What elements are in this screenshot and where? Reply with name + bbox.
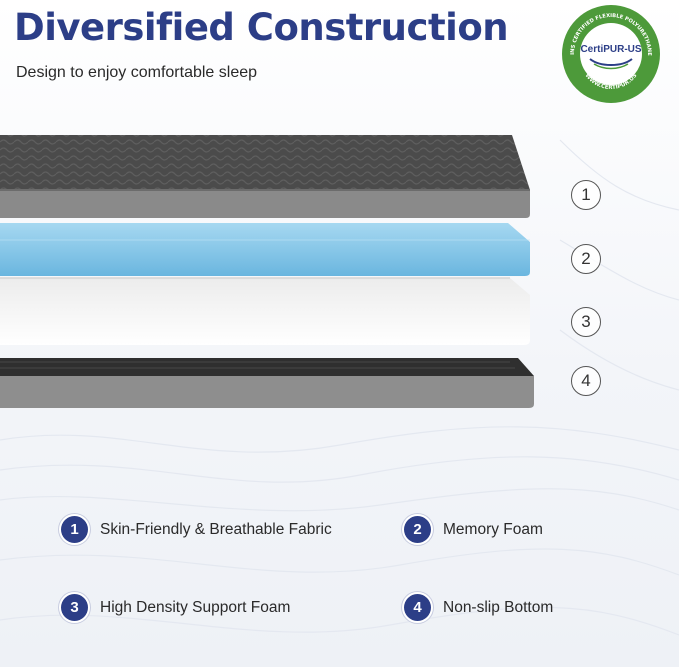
layer-number-4: 4 bbox=[571, 366, 601, 396]
layer-number-2: 2 bbox=[571, 244, 601, 274]
legend-label: High Density Support Foam bbox=[100, 598, 291, 616]
mattress-layers bbox=[0, 135, 534, 408]
layer-bottom bbox=[0, 358, 534, 408]
page-title: Diversified Construction bbox=[14, 6, 509, 49]
legend-item-support-foam: 3 High Density Support Foam bbox=[61, 594, 290, 621]
legend-number: 1 bbox=[61, 516, 88, 543]
legend-label: Memory Foam bbox=[443, 520, 543, 538]
legend-number: 3 bbox=[61, 594, 88, 621]
certipur-badge: CONTAINS CERTIFIED FLEXIBLE POLYURETHANE… bbox=[560, 3, 660, 103]
layer-number-3: 3 bbox=[571, 307, 601, 337]
legend-item-fabric: 1 Skin-Friendly & Breathable Fabric bbox=[61, 516, 332, 543]
legend-number: 4 bbox=[404, 594, 431, 621]
layer-number-1: 1 bbox=[571, 180, 601, 210]
legend-label: Skin-Friendly & Breathable Fabric bbox=[100, 520, 332, 538]
layer-fabric bbox=[0, 135, 530, 218]
layer-support-foam bbox=[0, 277, 530, 345]
legend-item-bottom: 4 Non-slip Bottom bbox=[404, 594, 553, 621]
page-subtitle: Design to enjoy comfortable sleep bbox=[16, 64, 258, 81]
legend-item-memory-foam: 2 Memory Foam bbox=[404, 516, 543, 543]
legend-number: 2 bbox=[404, 516, 431, 543]
layer-memory-foam bbox=[0, 223, 530, 276]
badge-brand: CertiPUR-US bbox=[580, 44, 641, 55]
legend-label: Non-slip Bottom bbox=[443, 598, 554, 616]
